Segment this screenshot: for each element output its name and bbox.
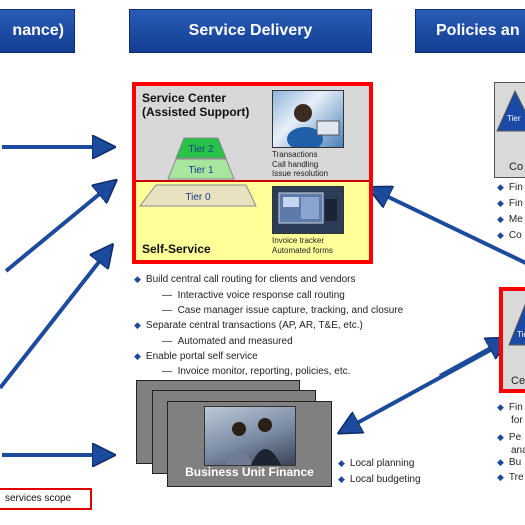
diamond-icon: ◆ [497,182,504,192]
svg-text:Tier: Tier [507,114,521,123]
bullet-portal-self-service: ◆Enable portal self service [134,351,258,362]
diamond-icon: ◆ [497,230,504,240]
arrow-right-upper [378,192,525,265]
bullet-call-routing: ◆Build central call routing for clients … [134,274,356,285]
arrow-left-diag-1 [4,187,108,273]
self-service-caption: Invoice tracker Automated forms [272,236,333,255]
subbullet-ivr: — Interactive voice response call routin… [162,290,345,301]
right-bottom-panel: Tie Ce [499,287,525,393]
people-icon [225,418,281,465]
invoice-screen-photo [272,186,344,234]
tier-0-label: Tier 0 [185,192,211,203]
services-scope-legend: services scope [0,488,92,510]
diamond-icon: ◆ [497,457,504,467]
header-service-delivery: Service Delivery [129,9,372,53]
diamond-icon: ◆ [134,320,141,330]
right-top-panel: Tier Co [494,82,525,178]
right-top-label: Co [509,161,524,173]
tier-pyramid: Tier 2 Tier 1 Tier 0 [138,137,257,207]
service-center-title: Service Center (Assisted Support) [142,91,250,119]
bu-bullet-planning: ◆Local planning [338,458,415,469]
business-meeting-photo [204,406,296,466]
diamond-icon: ◆ [134,274,141,284]
diamond-icon: ◆ [134,351,141,361]
call-agent-photo [272,90,344,151]
tier-1-label: Tier 1 [188,165,214,176]
agent-icon [287,104,340,151]
bullet-central-transactions: ◆Separate central transactions (AP, AR, … [134,320,363,331]
diamond-icon: ◆ [497,214,504,224]
arrow-left-diag-2 [0,253,106,390]
monitor-icon [278,192,337,224]
business-unit-finance-label: Business Unit Finance [185,465,314,479]
assisted-caption: Transactions Call handling Issue resolut… [272,150,329,178]
bu-bullet-budgeting: ◆Local budgeting [338,474,421,485]
self-service-title: Self-Service [142,242,211,256]
diamond-icon: ◆ [497,432,504,442]
right-bottom-pyramid-icon: Tie [508,303,525,346]
header-finance: nance) [0,9,75,53]
diamond-icon: ◆ [338,474,345,484]
bu-card-front [167,401,332,487]
tier-2-label: Tier 2 [188,144,214,155]
subbullet-automated: — Automated and measured [162,336,293,347]
diamond-icon: ◆ [497,198,504,208]
header-policies: Policies an [415,9,525,53]
subbullet-invoice-monitor: — Invoice monitor, reporting, policies, … [162,366,351,377]
tier-1-layer [167,158,235,180]
subbullet-case-manager: — Case manager issue capture, tracking, … [162,305,404,316]
right-bottom-label: Ce [511,375,525,387]
diamond-icon: ◆ [497,472,504,482]
assisted-support-region: Service Center (Assisted Support) Transa… [136,86,369,180]
tier-0-layer [138,184,257,207]
right-top-pyramid-icon: Tier [496,89,525,132]
svg-text:Tie: Tie [517,330,525,339]
diamond-icon: ◆ [497,402,504,412]
tier-2-layer [175,137,227,159]
diamond-icon: ◆ [338,458,345,468]
